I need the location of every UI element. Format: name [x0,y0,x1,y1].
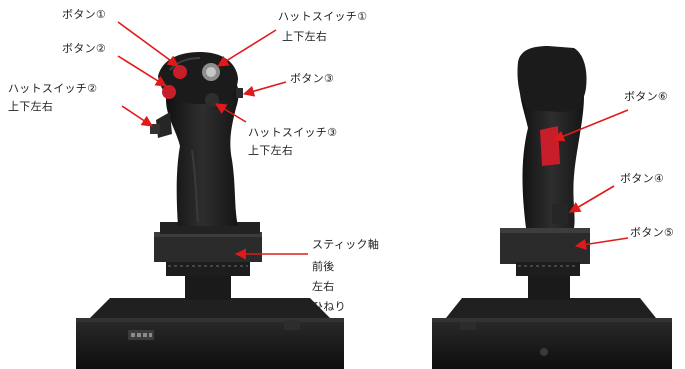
label-hat-3-directions: 上下左右 [248,144,294,157]
arrow-button-6 [552,109,629,142]
label-hat-1: ハットスイッチ① [278,10,368,23]
label-hat-1-directions: 上下左右 [282,30,328,43]
label-button-3: ボタン③ [290,72,335,85]
right-button-5 [560,236,578,256]
arrow-hat-1 [217,29,277,67]
arrow-hat-3 [215,103,247,123]
left-base [76,298,344,369]
label-button-6: ボタン⑥ [624,90,669,103]
left-hat-2 [150,124,160,134]
arrow-button-2 [117,55,167,87]
label-button-1: ボタン① [62,8,107,21]
label-button-4: ボタン④ [620,172,665,185]
right-base [432,298,672,369]
arrow-button-3 [242,81,287,97]
left-button-1 [173,65,187,79]
arrow-button-1 [117,21,179,67]
label-axis-twist: ひねり [312,300,346,313]
label-stick-axis: スティック軸 [312,238,380,251]
arrow-hat-2 [121,105,153,127]
left-button-2 [162,85,176,99]
label-hat-2-directions: 上下左右 [8,100,54,113]
left-gimbal [154,222,262,276]
left-joystick [76,52,344,369]
annotation-arrows [117,21,629,260]
right-button-4 [552,204,568,224]
label-button-2: ボタン② [62,42,107,55]
right-joystick [432,46,672,369]
label-hat-3: ハットスイッチ③ [248,126,338,139]
arrow-button-5 [574,237,629,251]
label-hat-2: ハットスイッチ② [8,82,98,95]
arrow-button-4 [569,185,615,213]
label-axis-roll: 左右 [312,280,335,293]
label-axis-pitch: 前後 [312,260,335,273]
right-button-6 [540,126,560,166]
label-button-5: ボタン⑤ [630,226,675,239]
